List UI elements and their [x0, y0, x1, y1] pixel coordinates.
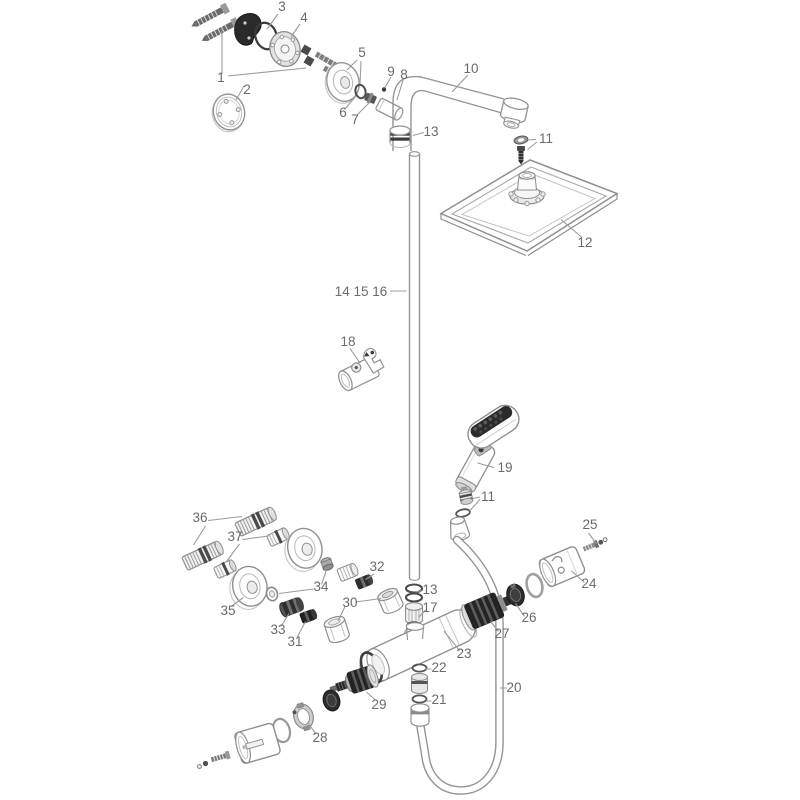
- washer-screw-11-top: [513, 135, 529, 165]
- part-label-19: 19: [497, 460, 512, 475]
- part-label-32: 32: [369, 559, 384, 574]
- washer-34: [265, 586, 279, 602]
- o-ring-26: [525, 572, 544, 599]
- part-label-21: 21: [431, 692, 446, 707]
- bushing-32a: [336, 562, 359, 582]
- escutcheon-pair-upper: [284, 527, 323, 572]
- overhead-shower-12: [439, 159, 619, 257]
- part-label-6: 6: [339, 105, 347, 120]
- adapter-26: [506, 583, 525, 607]
- spacer-8: [375, 97, 404, 121]
- part-labels: 1 2 3 4 5 6 7 9 8 10 13 11 12 14 15 16 1…: [192, 0, 597, 745]
- nut-31: [299, 608, 318, 624]
- hose-union-nut: [410, 703, 430, 727]
- part-label-22: 22: [431, 660, 446, 675]
- part-label-10: 10: [463, 61, 478, 76]
- shower-hose-20: [416, 535, 504, 795]
- part-label-14-15-16: 14 15 16: [335, 284, 388, 299]
- leader-lines: [193, 13, 597, 735]
- part-label-20: 20: [506, 680, 521, 695]
- plate-hole: [243, 21, 247, 25]
- connector-13-top: [389, 125, 411, 148]
- o-ring-22: [411, 663, 428, 673]
- part-label-23: 23: [456, 646, 471, 661]
- s-union-36b: [181, 540, 224, 571]
- flange-4: [269, 31, 301, 67]
- union-nut-30b: [377, 587, 404, 614]
- seal-stack-13-bottom: [405, 583, 423, 603]
- screw-set-25: [582, 537, 608, 552]
- part-label-24: 24: [581, 576, 597, 591]
- check-valve-fitting: [410, 672, 429, 695]
- bushing-37a: [266, 527, 290, 547]
- handle-24: [538, 546, 586, 588]
- plate-hole: [247, 36, 251, 40]
- part-label-18: 18: [340, 334, 355, 349]
- union-nut-30a: [323, 615, 350, 644]
- escutcheon-35: [229, 565, 268, 610]
- part-label-8: 8: [400, 67, 408, 82]
- part-label-1: 1: [217, 70, 225, 85]
- part-label-28: 28: [312, 730, 327, 745]
- riser-pipe-14-15-16: [408, 151, 421, 581]
- part-label-29: 29: [371, 697, 386, 712]
- part-label-13-bottom: 13: [422, 582, 437, 597]
- part-label-4: 4: [300, 10, 308, 25]
- part-label-37: 37: [227, 529, 242, 544]
- slider-18: [337, 347, 385, 392]
- part-label-31: 31: [287, 634, 302, 649]
- s-union-36a: [234, 506, 277, 537]
- o-ring-21: [411, 694, 428, 704]
- part-label-35: 35: [220, 603, 235, 618]
- cartridge-27: [461, 592, 518, 631]
- part-label-36: 36: [192, 510, 207, 525]
- bushing-37b: [213, 559, 237, 579]
- diverter-29: [329, 664, 379, 694]
- screw-9: [381, 87, 387, 92]
- part-label-11-top: 11: [539, 131, 553, 146]
- part-label-7: 7: [351, 112, 359, 127]
- part-label-25: 25: [582, 517, 597, 532]
- mounting-plate: [234, 13, 262, 46]
- escutcheon-5: [324, 61, 360, 104]
- part-label-27: 27: [494, 626, 509, 641]
- seal-6: [354, 83, 367, 100]
- check-valve-11-mid: [450, 486, 474, 541]
- part-label-13-top: 13: [423, 124, 438, 139]
- adapter-28: [292, 702, 314, 732]
- handle-screws: [197, 750, 231, 769]
- part-label-30: 30: [342, 595, 357, 610]
- part-label-12: 12: [577, 235, 592, 250]
- wall-mount-screws: [191, 2, 241, 42]
- nut-34: [320, 557, 334, 571]
- cover-plate-2: [211, 93, 246, 133]
- part-label-3: 3: [278, 0, 286, 14]
- part-label-34: 34: [313, 579, 329, 594]
- handle-cylinder-28: [234, 722, 281, 764]
- shower-arm-10: [392, 75, 529, 151]
- disc-28-cluster: [322, 689, 341, 712]
- bushing-33: [279, 597, 304, 618]
- part-label-5: 5: [358, 45, 366, 60]
- hand-shower-19: [455, 404, 520, 494]
- fitting-7: [364, 92, 377, 104]
- part-label-2: 2: [243, 82, 251, 97]
- part-label-17: 17: [422, 600, 437, 615]
- part-label-11-mid: 11: [481, 489, 495, 504]
- part-label-9: 9: [387, 64, 395, 79]
- part-label-26: 26: [521, 610, 536, 625]
- part-label-33: 33: [270, 622, 285, 637]
